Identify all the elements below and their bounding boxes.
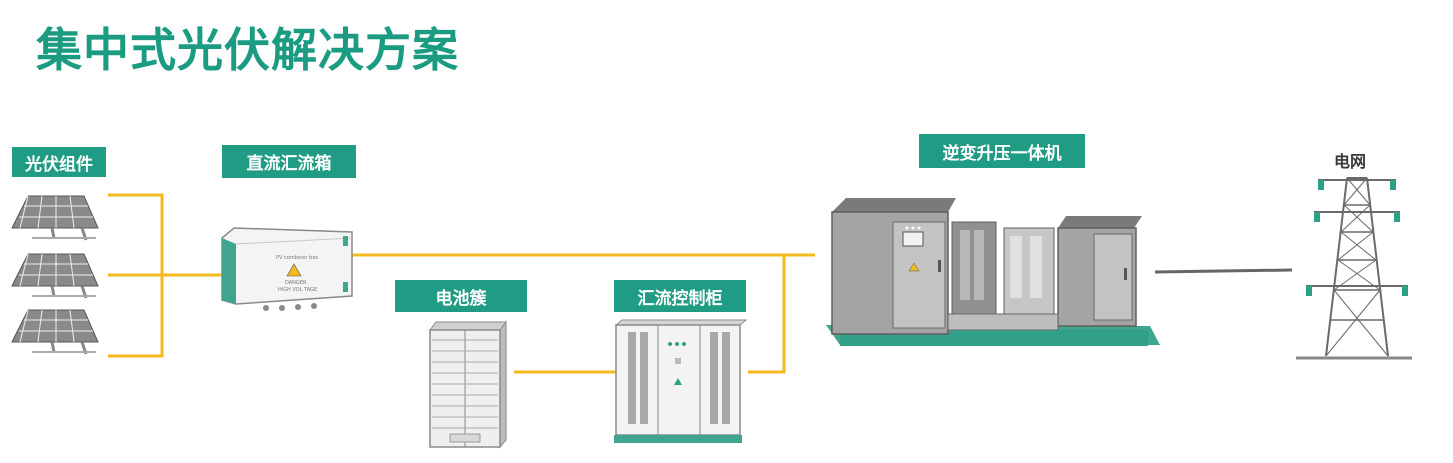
label-combiner-control-cabinet: 汇流控制柜 <box>614 280 746 312</box>
battery-cluster-icon <box>429 320 507 449</box>
solar-panel-icon <box>11 253 99 299</box>
combiner-control-cabinet-icon <box>614 319 748 443</box>
page-title: 集中式光伏解决方案 <box>36 23 459 77</box>
transmission-tower-icon <box>1296 177 1412 360</box>
connector-lines <box>108 193 815 374</box>
connector-inverter-to-grid <box>1154 268 1293 274</box>
label-grid: 电网 <box>1334 152 1367 171</box>
inverter-booster-icon <box>826 198 1160 346</box>
connector-cabinet-to-bus <box>748 255 786 374</box>
solar-panel-icon <box>11 195 99 241</box>
insulator-icons <box>1306 180 1408 296</box>
label-pv-module: 光伏组件 <box>12 147 106 177</box>
combiner-box-danger: DANGER <box>285 280 307 286</box>
label-battery-cluster: 电池簇 <box>395 280 527 312</box>
solar-panel-icon <box>11 309 99 355</box>
dc-combiner-box-icon: PV combiner box DANGER HIGH VOL TAGE <box>221 227 353 311</box>
combiner-box-caption: PV combiner box <box>276 255 318 261</box>
label-inverter-booster: 逆变升压一体机 <box>919 134 1085 168</box>
label-dc-combiner-box: 直流汇流箱 <box>222 145 356 178</box>
combiner-box-high-voltage: HIGH VOL TAGE <box>278 287 317 293</box>
